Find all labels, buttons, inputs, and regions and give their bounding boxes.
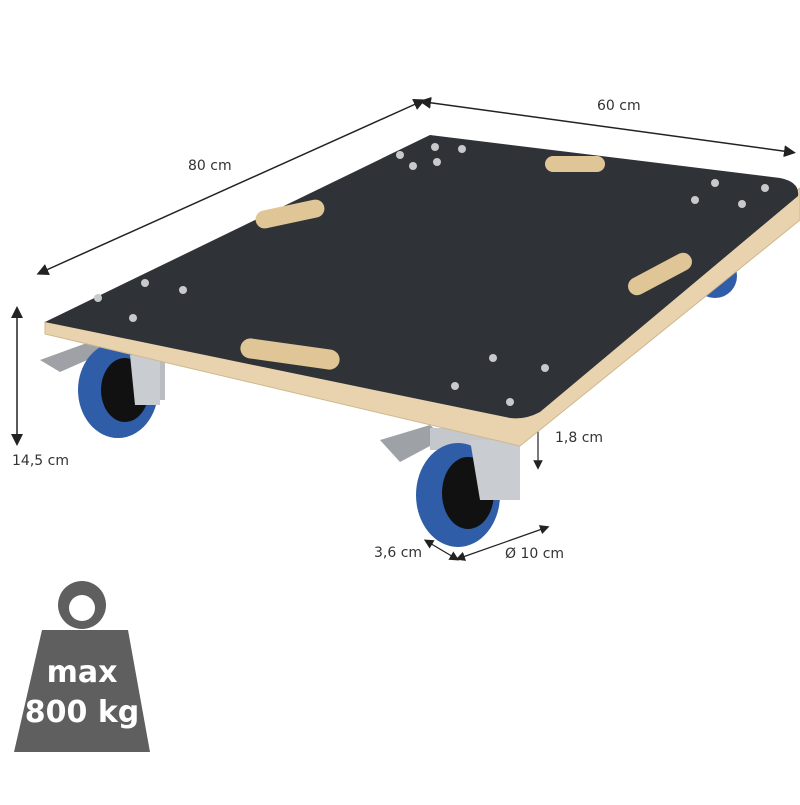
height-label: 14,5 cm — [12, 453, 69, 469]
board-top — [45, 135, 799, 419]
wheel-diameter-arrow — [455, 525, 550, 561]
wheel-width-label: 3,6 cm — [374, 545, 423, 561]
width-arrow — [419, 96, 796, 158]
thickness-label: 1,8 cm — [555, 430, 604, 446]
length-arrow — [36, 98, 426, 276]
load-capacity-label: 800 kg — [24, 695, 140, 730]
load-max-label: max — [46, 655, 118, 690]
width-label: 60 cm — [597, 98, 641, 114]
wheel-diameter-label: Ø 10 cm — [505, 546, 565, 562]
caster-right — [380, 425, 520, 547]
wheel-width-arrow — [423, 539, 460, 561]
length-label: 80 cm — [188, 158, 232, 174]
weight-icon — [14, 581, 150, 752]
